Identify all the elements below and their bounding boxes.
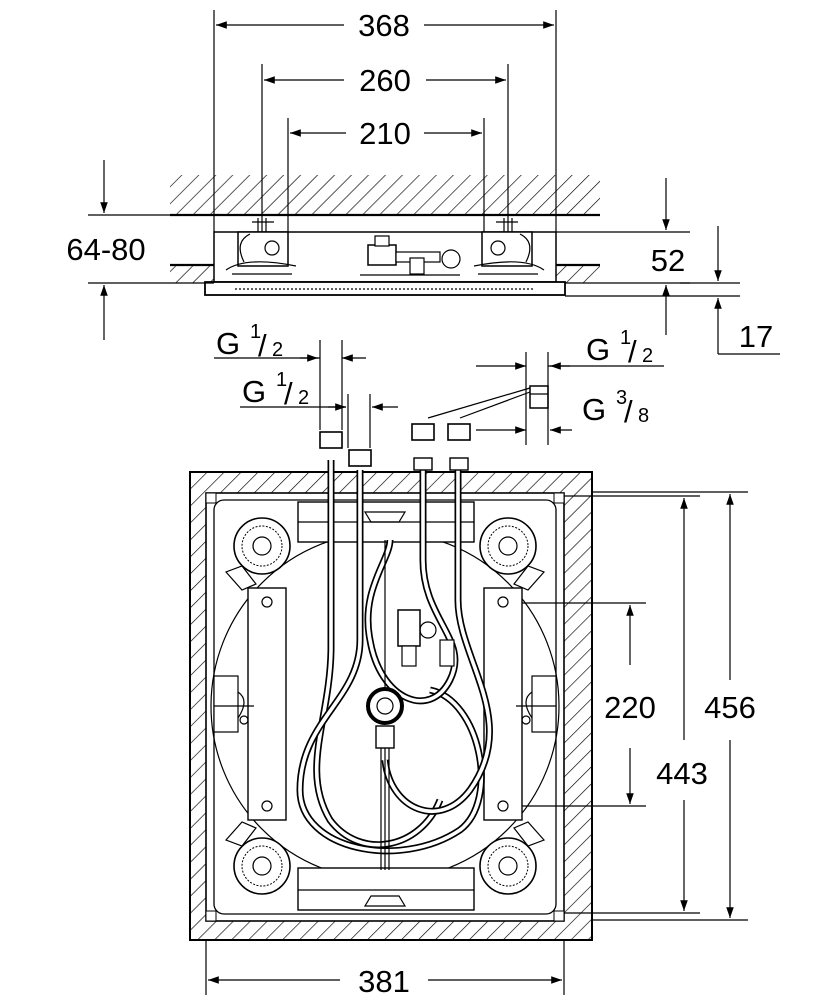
side-view: 368 260 210 64-80 52 17 [66, 8, 780, 355]
right-bar [483, 587, 523, 821]
hanger-top-left [224, 517, 291, 591]
dim-ceiling-depth: 64-80 [66, 232, 145, 267]
svg-text:/: / [258, 328, 267, 363]
thread-label-left-lower: G 1 / 2 [240, 369, 346, 411]
left-side-bracket [213, 675, 254, 733]
svg-text:8: 8 [638, 405, 649, 427]
dim-frame-outer-height: 456 [704, 690, 756, 725]
svg-text:1: 1 [620, 327, 631, 349]
hanger-bottom-right [479, 821, 546, 895]
svg-text:G: G [586, 332, 610, 367]
left-bar [247, 587, 287, 821]
svg-text:G: G [242, 374, 266, 409]
svg-text:1: 1 [276, 369, 287, 391]
plan-view: 381 220 443 456 [189, 423, 756, 999]
hanger-bottom-left [224, 821, 291, 895]
ceiling-hatch [170, 175, 600, 215]
dim-inner-width: 210 [359, 116, 411, 151]
lower-hatch-right [556, 265, 600, 283]
lower-hatch-left [170, 265, 214, 283]
dim-frame-width: 381 [358, 964, 410, 999]
dim-body-height: 52 [651, 243, 685, 278]
svg-text:1: 1 [250, 321, 261, 343]
fitting-3-8 [529, 385, 549, 409]
dim-frame-inner-height: 443 [656, 756, 708, 791]
dim-bracket-width: 260 [359, 63, 411, 98]
dim-plate-height: 17 [739, 319, 773, 354]
svg-text:/: / [628, 334, 637, 369]
hose-fittings [319, 423, 471, 471]
left-bracket [225, 218, 297, 275]
hoses [296, 460, 493, 855]
svg-text:G: G [216, 326, 240, 361]
svg-text:G: G [582, 392, 606, 427]
svg-text:/: / [624, 394, 633, 429]
central-valve [360, 235, 461, 276]
thread-label-right-lower: G 3 / 8 [582, 387, 649, 429]
svg-text:2: 2 [272, 339, 283, 361]
bottom-rail [297, 867, 475, 911]
svg-text:2: 2 [642, 345, 653, 367]
svg-text:3: 3 [616, 387, 627, 409]
hanger-top-right [479, 517, 546, 591]
svg-text:/: / [284, 376, 293, 411]
dim-overall-width: 368 [358, 8, 410, 43]
connection-labels: G 1 / 2 G 1 / 2 G 1 / 2 G [214, 321, 664, 448]
dim-bracket-spacing: 220 [604, 690, 656, 725]
thread-label-left-upper: G 1 / 2 [214, 321, 320, 363]
thread-label-right-upper: G 1 / 2 [548, 327, 664, 369]
right-side-bracket [516, 675, 557, 733]
svg-text:2: 2 [298, 387, 309, 409]
right-bracket [473, 218, 545, 275]
central-outlet [366, 540, 404, 870]
mixing-valve [397, 609, 455, 667]
